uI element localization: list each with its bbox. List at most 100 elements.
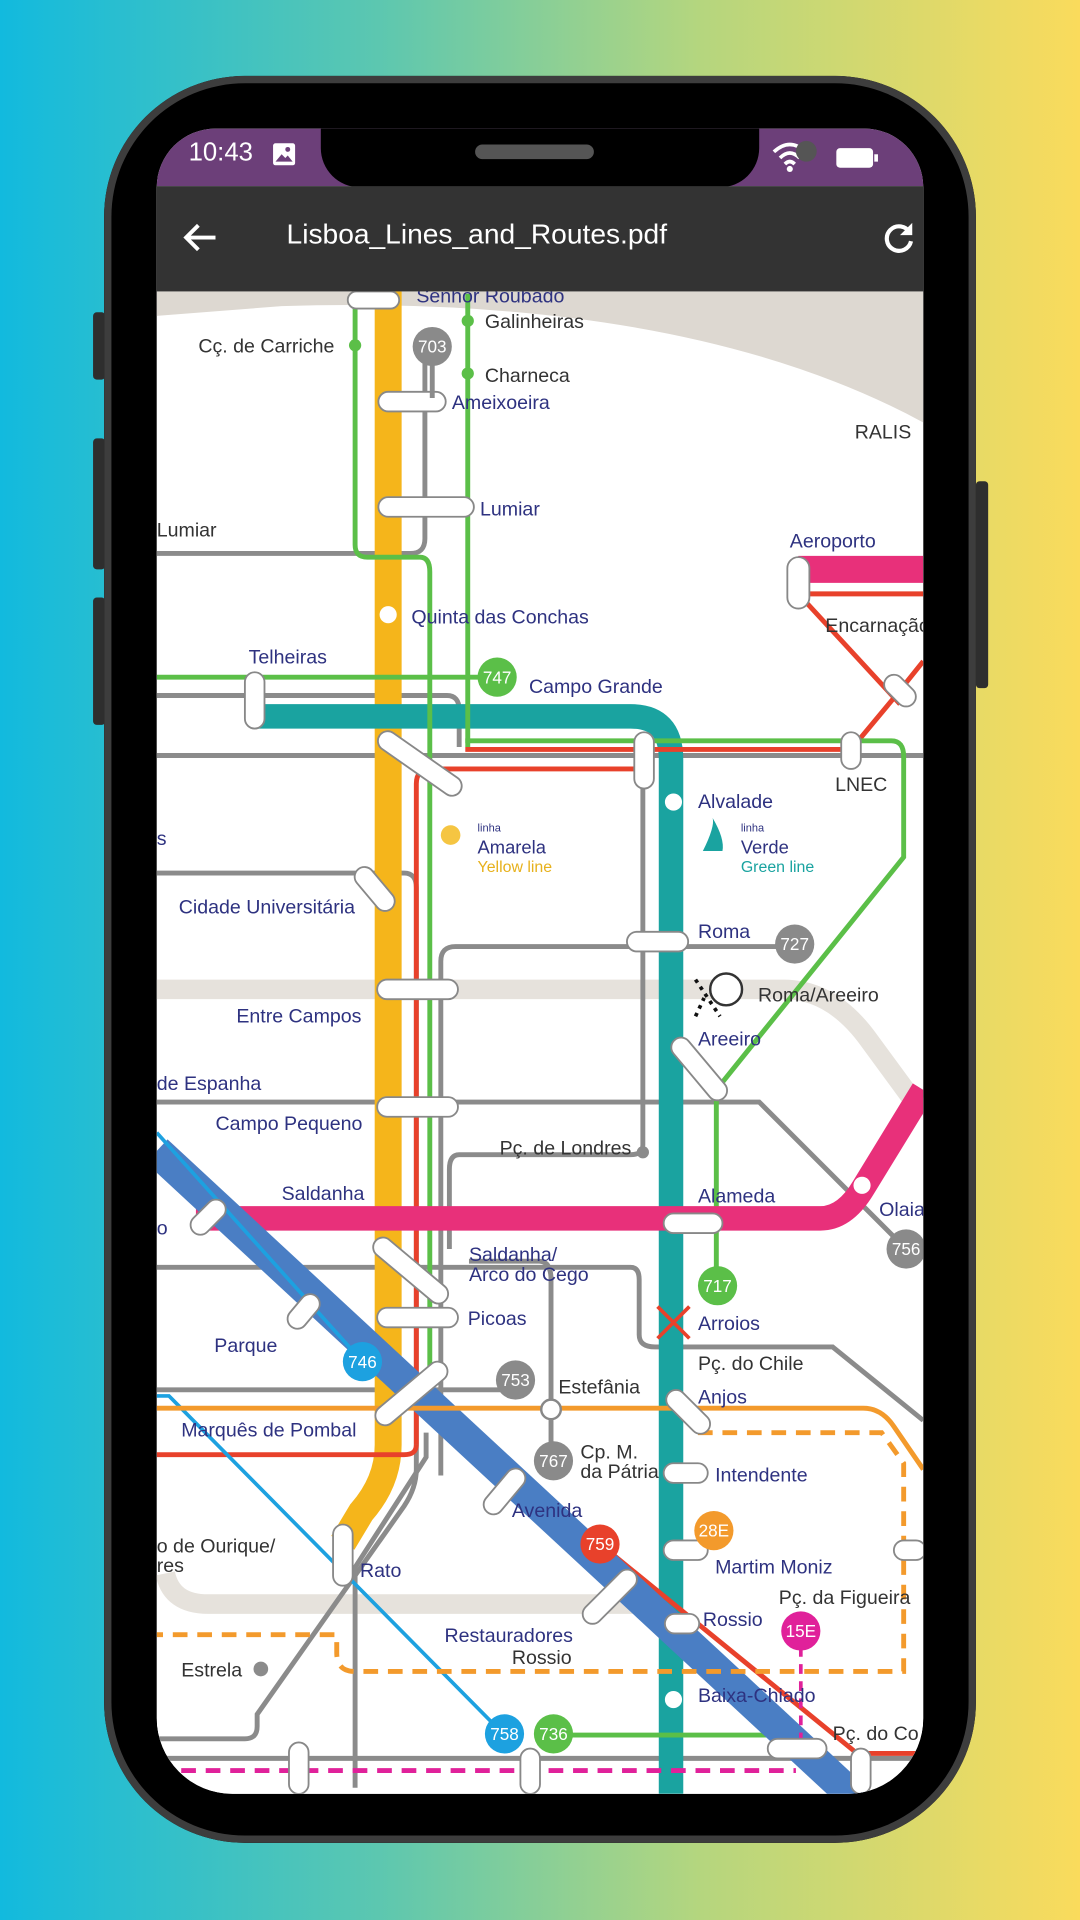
stop-label[interactable]: res bbox=[157, 1555, 184, 1577]
station-marker[interactable] bbox=[346, 290, 401, 310]
bus-badge[interactable] bbox=[342, 1342, 383, 1382]
station-marker[interactable] bbox=[663, 1612, 701, 1635]
station-label[interactable]: Entre Campos bbox=[236, 1005, 361, 1027]
station-marker[interactable] bbox=[626, 930, 690, 953]
station-label[interactable]: Telheiras bbox=[249, 647, 328, 669]
station-marker[interactable] bbox=[332, 1523, 354, 1587]
station-marker[interactable] bbox=[480, 1464, 530, 1518]
station-marker[interactable] bbox=[662, 1212, 724, 1234]
station-label[interactable]: Saldanha/ bbox=[469, 1244, 558, 1266]
station-label[interactable]: de Espanha bbox=[157, 1073, 262, 1095]
station-dot[interactable] bbox=[664, 793, 683, 811]
bus-badge[interactable] bbox=[495, 1360, 536, 1400]
station-marker[interactable] bbox=[662, 1539, 709, 1561]
station-marker[interactable] bbox=[880, 671, 920, 711]
station-label[interactable]: Alvalade bbox=[698, 791, 773, 813]
station-label[interactable]: Rossio bbox=[703, 1609, 763, 1631]
station-marker[interactable] bbox=[892, 1539, 924, 1561]
stop-label[interactable]: LNEC bbox=[835, 774, 887, 796]
station-marker[interactable] bbox=[840, 731, 862, 770]
station-dot[interactable] bbox=[379, 606, 397, 624]
station-marker[interactable] bbox=[579, 1566, 641, 1628]
station-marker[interactable] bbox=[243, 671, 266, 730]
station-marker[interactable] bbox=[187, 1195, 230, 1238]
stop-label[interactable]: Estefânia bbox=[558, 1376, 640, 1398]
station-label[interactable]: Alameda bbox=[698, 1185, 775, 1207]
station-marker[interactable] bbox=[376, 1306, 459, 1329]
stop-label[interactable]: Lumiar bbox=[157, 519, 217, 541]
stop-label[interactable]: Cç. de Carriche bbox=[198, 336, 334, 358]
power-button[interactable] bbox=[975, 481, 989, 689]
station-marker[interactable] bbox=[371, 1358, 451, 1430]
station-label[interactable]: Picoas bbox=[468, 1308, 527, 1330]
station-label[interactable]: Anjos bbox=[698, 1386, 747, 1408]
stop-dot[interactable] bbox=[461, 314, 474, 327]
station-label[interactable]: Quinta das Conchas bbox=[411, 606, 589, 628]
station-marker[interactable] bbox=[288, 1741, 310, 1794]
bus-badge[interactable] bbox=[697, 1266, 738, 1306]
stop-label[interactable]: Pç. do Chile bbox=[698, 1353, 804, 1375]
stop-label[interactable]: Galinheiras bbox=[485, 311, 584, 333]
stop-label[interactable]: Rossio bbox=[512, 1647, 572, 1669]
station-marker[interactable] bbox=[377, 390, 447, 413]
station-label[interactable]: Intendente bbox=[715, 1465, 808, 1487]
station-marker[interactable] bbox=[351, 863, 399, 915]
stop-label[interactable]: RALIS bbox=[855, 421, 912, 443]
stop-label[interactable]: da Pátria bbox=[580, 1461, 658, 1483]
station-label[interactable]: Aeroporto bbox=[790, 530, 876, 552]
station-label[interactable]: Parque bbox=[214, 1335, 277, 1357]
station-marker[interactable] bbox=[667, 1034, 731, 1105]
station-label[interactable]: Roma bbox=[698, 921, 750, 943]
stop-label[interactable]: Encarnação bbox=[825, 615, 923, 637]
station-dot[interactable] bbox=[664, 1691, 683, 1709]
station-label[interactable]: Areeiro bbox=[698, 1029, 761, 1051]
bus-badge[interactable] bbox=[775, 924, 815, 964]
stop-dot[interactable] bbox=[461, 367, 474, 380]
stop-label[interactable]: Pç. do Co bbox=[833, 1723, 919, 1745]
station-label[interactable]: Marquês de Pombal bbox=[181, 1419, 356, 1441]
station-label[interactable]: Arroios bbox=[698, 1313, 760, 1335]
station-label[interactable]: Campo Grande bbox=[529, 676, 663, 698]
station-marker[interactable] bbox=[374, 727, 465, 799]
station-label[interactable]: Martim Moniz bbox=[715, 1556, 832, 1578]
bus-badge[interactable] bbox=[484, 1714, 525, 1754]
station-label[interactable]: Campo Pequeno bbox=[216, 1113, 363, 1135]
station-marker[interactable] bbox=[766, 1737, 828, 1760]
station-marker[interactable] bbox=[633, 731, 655, 790]
bus-badge[interactable] bbox=[533, 1714, 574, 1754]
stop-label[interactable]: Charneca bbox=[485, 365, 570, 387]
tram-badge[interactable] bbox=[694, 1511, 734, 1551]
station-label[interactable]: Ameixoeira bbox=[452, 392, 550, 414]
stop-label[interactable]: Roma/Areeiro bbox=[758, 985, 879, 1007]
station-marker[interactable] bbox=[376, 978, 459, 1001]
station-marker[interactable] bbox=[786, 556, 811, 610]
stop-label[interactable]: Pç. de Londres bbox=[500, 1138, 632, 1160]
tram-badge[interactable] bbox=[781, 1611, 821, 1651]
stop-dot[interactable] bbox=[540, 1398, 563, 1421]
station-dot[interactable] bbox=[853, 1176, 871, 1194]
station-marker[interactable] bbox=[376, 1096, 459, 1118]
stop-dot[interactable] bbox=[348, 339, 362, 352]
station-marker[interactable] bbox=[850, 1747, 872, 1794]
station-label[interactable]: Avenida bbox=[512, 1500, 583, 1522]
volume-down-button[interactable] bbox=[93, 597, 106, 725]
volume-up-button[interactable] bbox=[93, 438, 106, 570]
interchange-circle[interactable] bbox=[708, 972, 744, 1007]
stop-label[interactable]: Cp. M. bbox=[580, 1441, 638, 1463]
stop-label[interactable]: Estrela bbox=[181, 1659, 242, 1681]
station-label[interactable]: s bbox=[157, 828, 167, 850]
station-label[interactable]: Arco do Cego bbox=[469, 1264, 589, 1286]
bus-badge[interactable] bbox=[580, 1524, 620, 1564]
station-label[interactable]: o bbox=[157, 1217, 168, 1239]
bus-badge[interactable] bbox=[412, 326, 452, 367]
stop-dot[interactable] bbox=[636, 1146, 649, 1159]
station-marker[interactable] bbox=[377, 496, 475, 518]
station-label[interactable]: Baixa-Chiado bbox=[698, 1685, 816, 1707]
pdf-map-view[interactable]: 703 747 727 756 717 746 753 767 759 28E … bbox=[156, 285, 924, 1794]
refresh-icon[interactable] bbox=[879, 218, 918, 257]
bus-badge[interactable] bbox=[477, 657, 517, 697]
arrow-left-icon[interactable] bbox=[179, 216, 223, 260]
stop-label[interactable]: Pç. da Figueira bbox=[779, 1587, 911, 1609]
station-label[interactable]: Lumiar bbox=[480, 499, 540, 521]
bus-badge[interactable] bbox=[533, 1441, 574, 1481]
